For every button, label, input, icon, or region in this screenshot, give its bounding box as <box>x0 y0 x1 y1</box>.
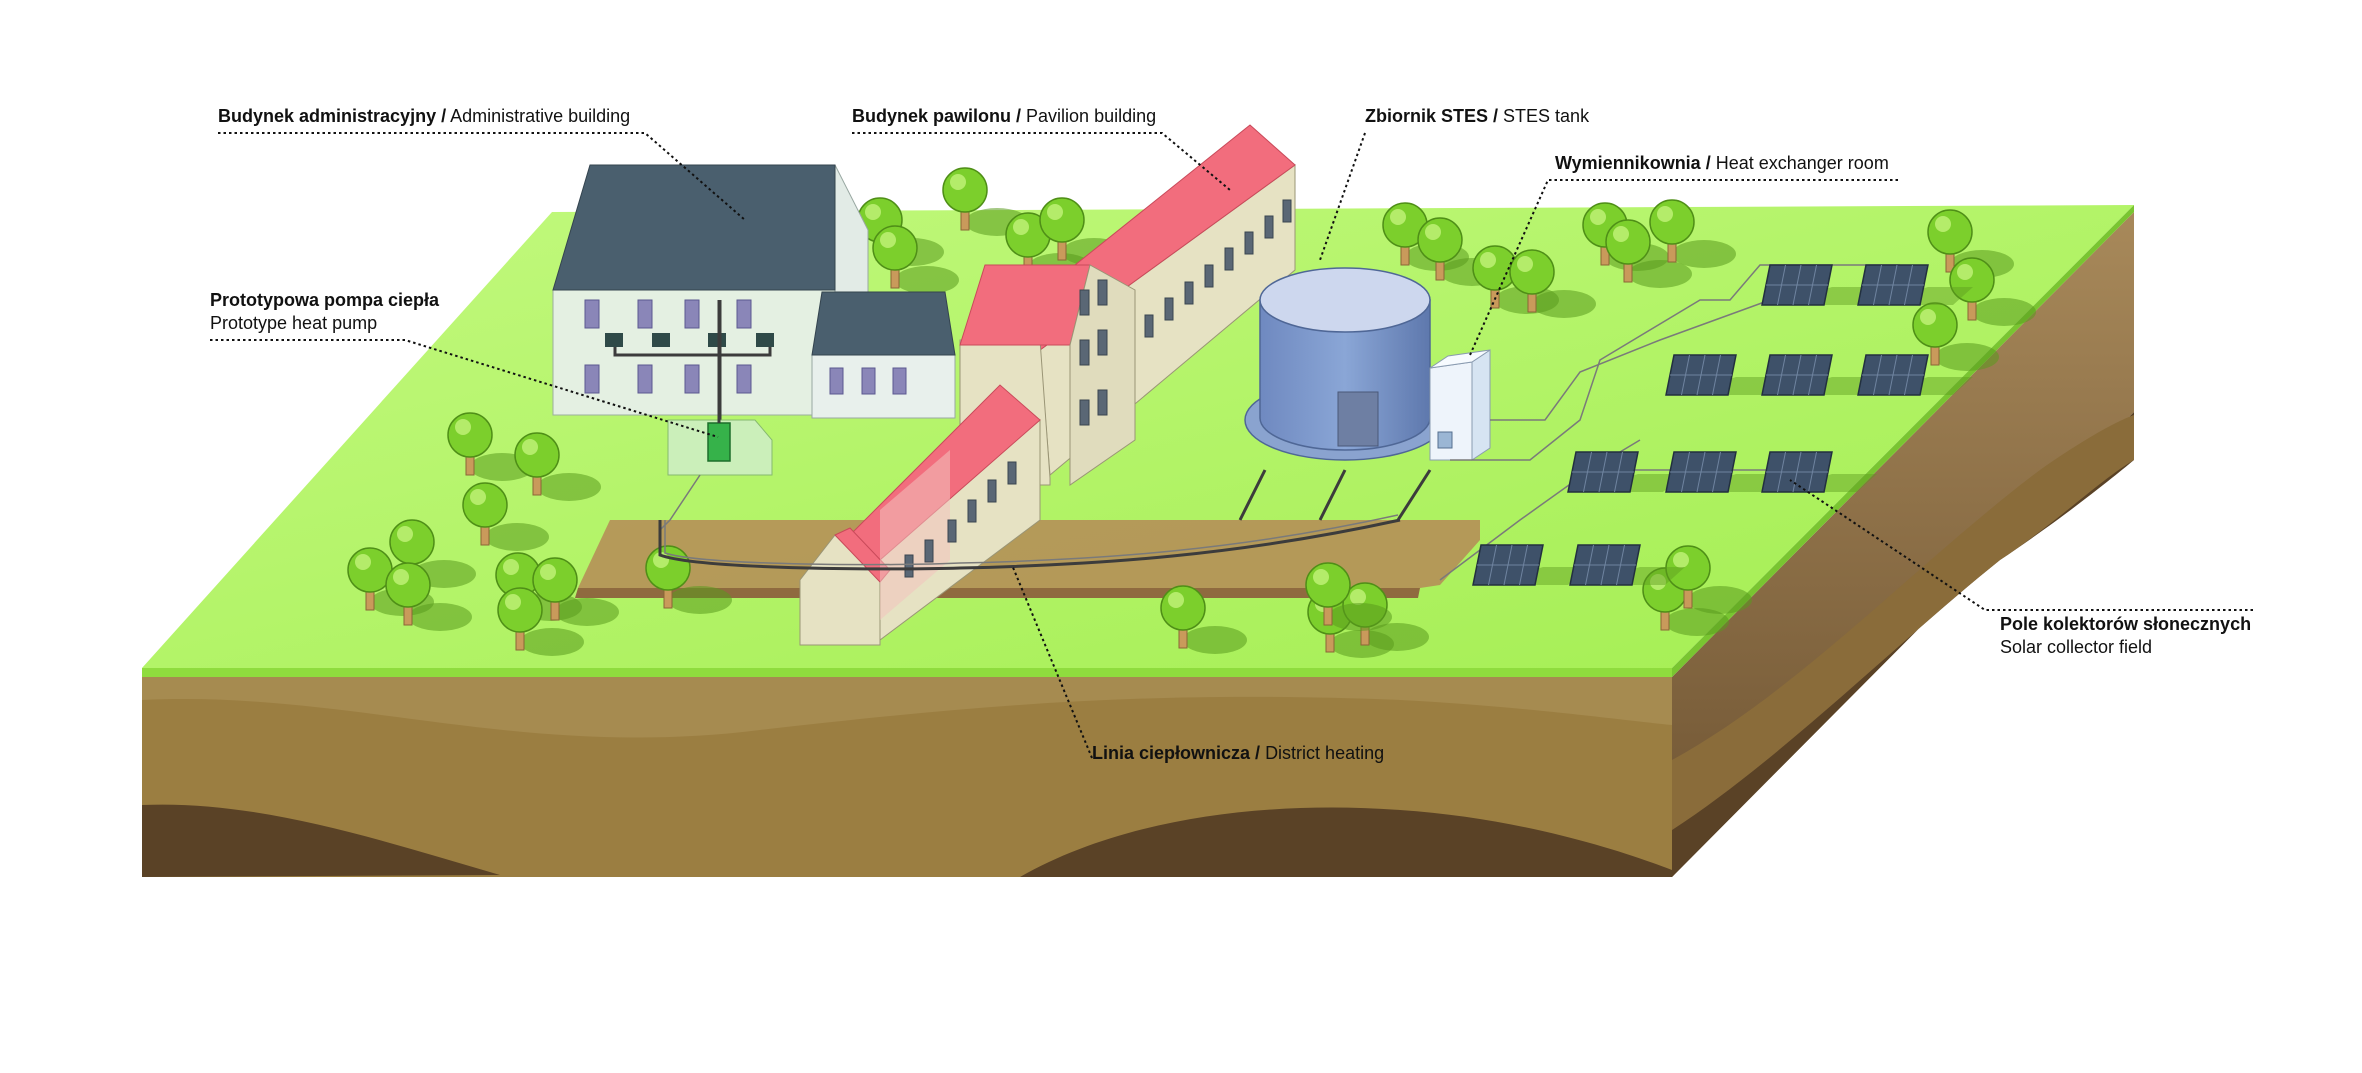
leader-stes <box>1319 132 1366 261</box>
pavilion-gable <box>1069 264 1136 486</box>
label-pavilion-building: Budynek pawilonu / Pavilion building <box>852 105 1156 128</box>
soil-layer-dark <box>142 804 500 877</box>
label-exchanger-en: Heat exchanger room <box>1715 153 1889 173</box>
tree-icon <box>385 562 472 631</box>
solar-panel-icon <box>1761 451 1877 493</box>
tree-icon <box>1305 562 1392 631</box>
solar-panel-icon <box>1665 451 1781 493</box>
stes-tank <box>1244 267 1446 461</box>
label-solar-en: Solar collector field <box>2000 637 2153 657</box>
leader-pavilion <box>852 132 1231 191</box>
label-admin-pl: Budynek administracyjny / <box>218 106 447 126</box>
tree-icon <box>1649 199 1736 268</box>
tree-icon <box>872 225 959 294</box>
tree-icon <box>1665 545 1752 614</box>
solar-panel-icon <box>1569 544 1685 586</box>
exchanger-top <box>1429 349 1491 369</box>
leader-solar <box>1789 479 2253 611</box>
pavilion-windows <box>1079 199 1292 426</box>
grass-edge-front <box>142 668 1672 677</box>
tree-icon <box>1509 249 1596 318</box>
label-heat-pump-pl: Prototypowa pompa ciepła <box>210 290 440 310</box>
label-stes-en: STES tank <box>1503 106 1590 126</box>
solar-collector-field <box>1472 264 1973 586</box>
administrative-building <box>552 164 956 420</box>
solar-panel-icon <box>1857 264 1973 306</box>
tank-top <box>1259 267 1431 333</box>
tree-icon <box>1605 219 1692 288</box>
tree-icon <box>532 557 619 626</box>
tree-icon <box>497 587 584 656</box>
leader-exchanger <box>1469 179 1898 356</box>
label-district-en: District heating <box>1265 743 1385 763</box>
admin-windows <box>584 299 752 394</box>
pavilion-building <box>799 124 1296 646</box>
solar-panel-icon <box>1761 354 1877 396</box>
tree-icon <box>1160 585 1247 654</box>
heating-trench <box>578 520 1480 588</box>
solar-panel-icon <box>1761 264 1877 306</box>
label-heat-exchanger-room: Wymiennikownia / Heat exchanger room <box>1555 152 1889 175</box>
tree-icon <box>645 545 732 614</box>
tree-icon <box>514 432 601 501</box>
label-pavilion-en: Pavilion building <box>1026 106 1157 126</box>
trees <box>347 167 2036 658</box>
tank-icon <box>1259 299 1431 451</box>
tree-icon <box>1912 302 1999 371</box>
label-heat-pump-en: Prototype heat pump <box>210 313 378 333</box>
solar-panel-icon <box>1567 451 1683 493</box>
label-district-pl: Linia ciepłownicza / <box>1092 743 1261 763</box>
tree-icon <box>462 482 549 551</box>
solar-panel-icon <box>1665 354 1781 396</box>
leader-district <box>1011 564 1093 759</box>
tree-icon <box>1005 212 1092 281</box>
label-solar-pl: Pole kolektorów słonecznych <box>2000 614 2252 634</box>
annex-roof <box>811 291 956 356</box>
heat-pump-icon <box>707 422 731 462</box>
solar-panel-icon <box>1857 354 1973 396</box>
heat-exchanger-room <box>1429 349 1491 461</box>
tree-icon <box>1949 257 2036 326</box>
leader-lines <box>210 132 2253 759</box>
label-district-heating: Linia ciepłownicza / District heating <box>1092 742 1384 765</box>
leader-heat-pump <box>210 339 719 438</box>
label-admin-en: Administrative building <box>450 106 631 126</box>
label-administrative-building: Budynek administracyjny / Administrative… <box>218 105 630 128</box>
soil-side-band <box>1672 415 2134 830</box>
solar-panel-icon <box>1472 544 1588 586</box>
heat-pump <box>659 300 773 531</box>
tree-icon <box>1417 217 1504 286</box>
label-prototype-heat-pump: Prototypowa pompa ciepła Prototype heat … <box>210 289 439 335</box>
pavilion-transparent-section <box>880 450 950 620</box>
pipe-icon <box>658 518 1401 571</box>
admin-roof <box>552 164 836 291</box>
label-stes-tank: Zbiornik STES / STES tank <box>1365 105 1589 128</box>
tank-door <box>1337 391 1379 447</box>
label-exchanger-pl: Wymiennikownia / <box>1555 153 1711 173</box>
label-stes-pl: Zbiornik STES / <box>1365 106 1499 126</box>
label-solar-collector-field: Pole kolektorów słonecznych Solar collec… <box>2000 613 2251 659</box>
soil-layer-dark-2 <box>1020 807 1672 877</box>
label-pavilion-pl: Budynek pawilonu / <box>852 106 1022 126</box>
exchanger-side <box>1471 349 1491 461</box>
heating-trench-wall <box>575 588 1420 598</box>
